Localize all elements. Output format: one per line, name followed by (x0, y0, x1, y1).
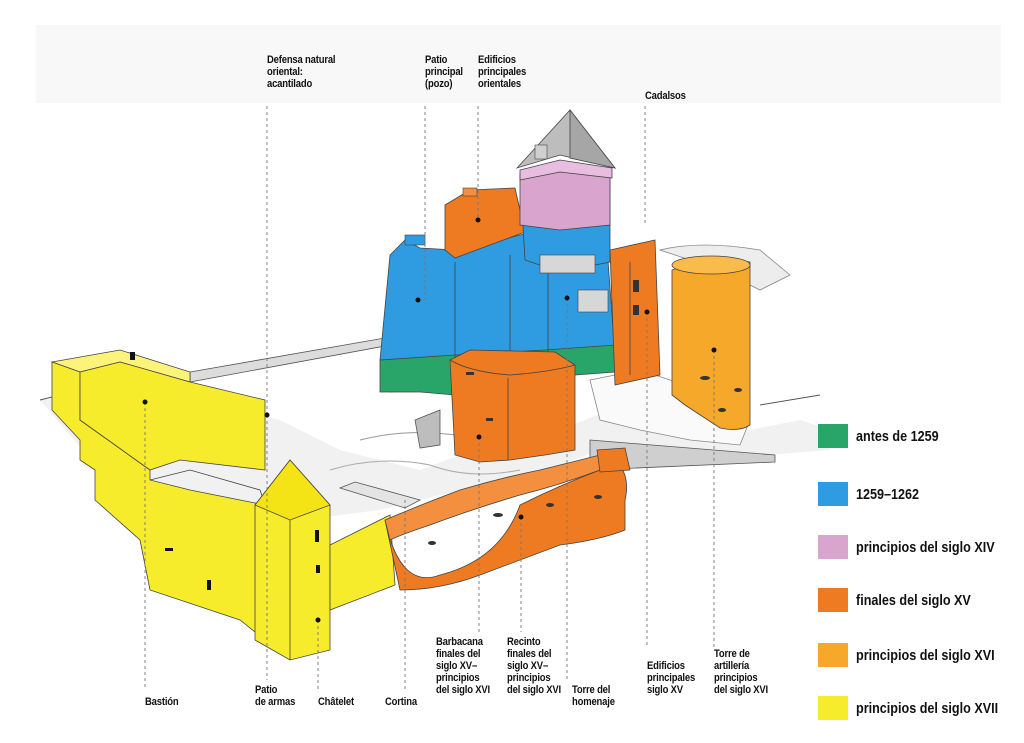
label-cadalsos: Cadalsos (645, 90, 686, 102)
barbican (449, 349, 576, 463)
leader-dots (142, 217, 717, 623)
legend-label: finales del siglo XV (856, 591, 971, 609)
legend-swatch (818, 535, 848, 559)
east-buildings (609, 239, 661, 386)
legend-swatch (818, 424, 848, 448)
label-chatelet: Châtelet (318, 696, 354, 708)
legend-label: principios del siglo XVII (856, 699, 999, 717)
label-bastion: Bastión (145, 696, 179, 708)
legend-item-antes-1259: antes de 1259 (818, 421, 954, 451)
legend-item-siglo-xiv: principios del siglo XIV (818, 532, 1021, 562)
legend-label: principios del siglo XVI (856, 646, 995, 664)
legend-label: 1259–1262 (856, 485, 920, 503)
legend-swatch (818, 696, 848, 720)
label-torre-homenaje: Torre del homenaje (572, 684, 615, 708)
legend-swatch (818, 643, 848, 667)
legend-swatch (818, 588, 848, 612)
label-cortina: Cortina (385, 696, 417, 708)
legend-swatch (818, 482, 848, 506)
legend-label: antes de 1259 (856, 427, 939, 445)
curtain-wall (384, 447, 631, 591)
main-keep (379, 108, 617, 396)
label-torre-artilleria: Torre de artillería principios del siglo… (714, 648, 769, 696)
label-edificios-xv: Edificios principales siglo XV (647, 660, 696, 696)
legend-item-1259-1262: 1259–1262 (818, 479, 931, 509)
legend-item-finales-xv: finales del siglo XV (818, 585, 993, 615)
legend-item-siglo-xvi: principios del siglo XVI (818, 640, 1021, 670)
label-recinto: Recinto finales del siglo XV– principios… (507, 636, 562, 696)
bastion (50, 349, 396, 661)
legend-item-siglo-xvii: principios del siglo XVII (818, 693, 1024, 723)
label-patio-armas: Patio de armas (255, 684, 296, 708)
legend-label: principios del siglo XIV (856, 538, 995, 556)
label-defensa-natural: Defensa natural oriental: acantilado (267, 54, 336, 90)
leader-lines (144, 106, 715, 690)
artillery-tower (671, 255, 751, 430)
label-patio-principal: Patio principal (pozo) (425, 54, 463, 90)
label-barbacana: Barbacana finales del siglo XV– principi… (436, 636, 491, 696)
header-band (36, 25, 1001, 103)
label-edificios-orientales: Edificios principales orientales (478, 54, 527, 90)
